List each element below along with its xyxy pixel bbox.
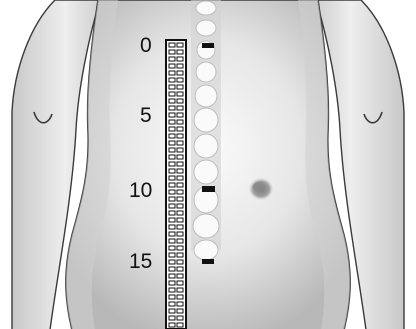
marker-icon	[202, 43, 214, 48]
vertebra-icon	[194, 108, 218, 132]
scale-label-10: 10	[129, 179, 152, 202]
ruler-icon	[166, 40, 186, 329]
scale-label-5: 5	[140, 104, 152, 127]
lesion-icon	[249, 178, 273, 200]
vertebra-icon	[194, 240, 218, 260]
spine	[191, 0, 221, 260]
scale-label-0: 0	[140, 34, 152, 57]
vertebra-icon	[196, 1, 216, 15]
vertebra-icon	[196, 20, 216, 36]
vertebra-icon	[194, 160, 218, 184]
vertebra-icon	[196, 62, 216, 82]
marker-icon	[202, 259, 214, 264]
scale-label-15: 15	[129, 250, 152, 273]
vertebra-icon	[195, 85, 217, 107]
marker-icon	[202, 186, 215, 192]
vertebra-icon	[194, 134, 218, 158]
vertebra-icon	[193, 214, 219, 238]
